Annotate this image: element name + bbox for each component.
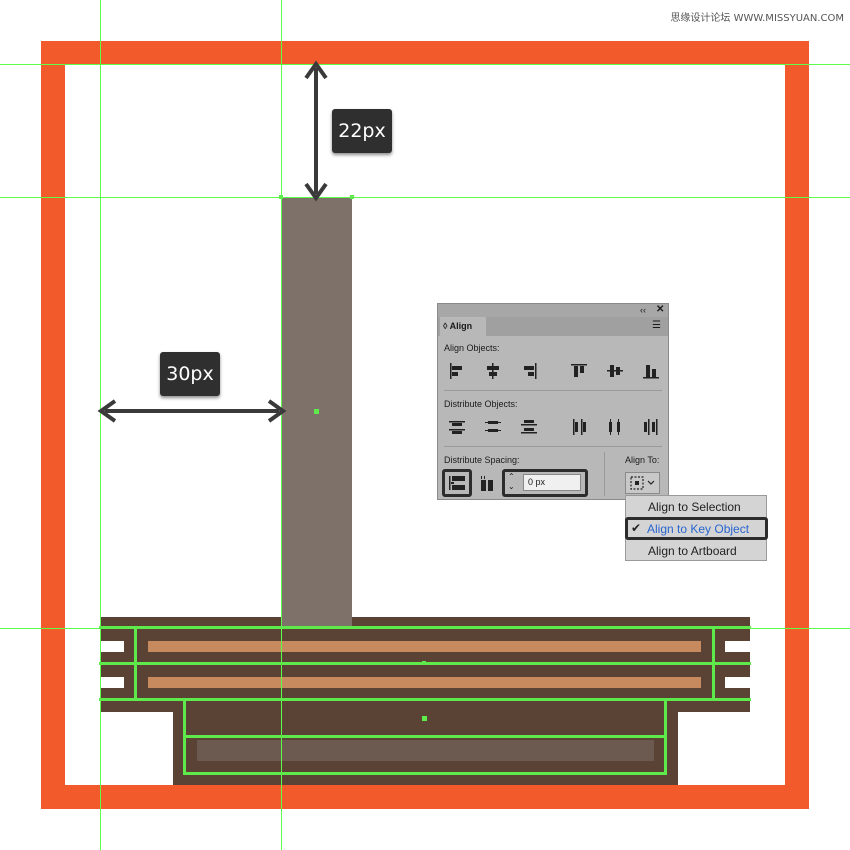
align-to-label: Align To:	[625, 455, 660, 465]
base-inner-panel[interactable]	[197, 740, 654, 761]
guide-vertical-2	[281, 0, 282, 850]
anchor-point	[279, 195, 283, 199]
align-left-icon[interactable]	[448, 362, 466, 380]
distribute-top-icon[interactable]	[448, 418, 466, 436]
frame-bottom	[41, 785, 809, 809]
spacing-value: 0 px	[528, 477, 546, 487]
menu-item-align-to-key-object[interactable]: Align to Key Object	[647, 522, 750, 536]
panel-titlebar[interactable]: ‹‹ ✕	[438, 304, 668, 317]
tab-align[interactable]: ◊ Align	[440, 317, 486, 336]
selection-outline-bottom	[183, 735, 667, 775]
align-horizontal-center-icon[interactable]	[484, 362, 502, 380]
menu-item-align-to-key-object-highlight[interactable]: ✔ Align to Key Object	[625, 517, 768, 540]
horizontal-measure-arrow	[97, 399, 287, 423]
align-panel[interactable]: ‹‹ ✕ ◊ Align ☰ Align Objects: Distribute…	[437, 303, 669, 500]
spacing-input[interactable]: 0 px	[523, 474, 581, 491]
panel-divider	[444, 446, 662, 447]
frame-top	[41, 41, 809, 65]
distribute-bottom-icon[interactable]	[520, 418, 538, 436]
align-right-icon[interactable]	[520, 362, 538, 380]
guide-vertical-1	[100, 0, 101, 850]
frame-right	[785, 41, 809, 809]
align-top-icon[interactable]	[570, 362, 588, 380]
anchor-point	[314, 409, 319, 414]
menu-item-align-to-selection[interactable]: Align to Selection	[648, 500, 741, 514]
panel-vertical-divider	[604, 452, 605, 496]
measure-label-left: 30px	[160, 352, 220, 396]
plank-lower[interactable]	[148, 677, 701, 688]
distribute-spacing-label: Distribute Spacing:	[444, 455, 520, 465]
tab-arrows-icon: ◊	[443, 321, 448, 331]
panel-divider	[444, 390, 662, 391]
horizontal-distribute-space-icon[interactable]	[478, 474, 496, 492]
collapse-icon[interactable]: ‹‹	[640, 305, 646, 315]
close-icon[interactable]: ✕	[656, 304, 665, 315]
distribute-left-icon[interactable]	[570, 418, 588, 436]
notch-right-1	[725, 641, 750, 652]
distribute-vertical-center-icon[interactable]	[484, 418, 502, 436]
stepper-icon[interactable]: ⌃⌄	[508, 472, 515, 491]
panel-menu-icon[interactable]: ☰	[652, 320, 661, 331]
distribute-objects-label: Distribute Objects:	[444, 399, 518, 409]
distribute-right-icon[interactable]	[642, 418, 660, 436]
checkmark-icon: ✔	[631, 521, 642, 535]
anchor-point	[422, 716, 427, 721]
vertical-measure-arrow	[304, 60, 328, 202]
menu-item-align-to-artboard[interactable]: Align to Artboard	[648, 544, 737, 558]
notch-left-2	[100, 677, 124, 688]
anchor-point	[350, 195, 354, 199]
align-to-dropdown-button[interactable]	[625, 472, 660, 494]
guide-horizontal-2	[0, 197, 850, 198]
align-vertical-center-icon[interactable]	[606, 362, 624, 380]
align-to-menu[interactable]: Align to Selection ✔ Align to Key Object…	[625, 495, 768, 561]
watermark-text: 思缘设计论坛 WWW.MISSYUAN.COM	[670, 13, 844, 24]
measure-label-top: 22px	[332, 109, 392, 153]
guide-horizontal-1	[0, 64, 850, 65]
plank-upper[interactable]	[148, 641, 701, 652]
notch-left-1	[100, 641, 124, 652]
align-bottom-icon[interactable]	[642, 362, 660, 380]
spacing-input-wrapper: ⌃⌄ 0 px	[502, 469, 588, 497]
tab-align-label: Align	[449, 321, 473, 331]
notch-right-2	[725, 677, 750, 688]
key-object-icon	[630, 476, 655, 490]
panel-tab-row: ◊ Align ☰	[438, 317, 668, 336]
distribute-horizontal-center-icon[interactable]	[606, 418, 624, 436]
anchor-point	[422, 661, 426, 665]
align-objects-label: Align Objects:	[444, 343, 500, 353]
frame-left	[41, 41, 65, 809]
vertical-distribute-space-button[interactable]	[442, 469, 472, 497]
